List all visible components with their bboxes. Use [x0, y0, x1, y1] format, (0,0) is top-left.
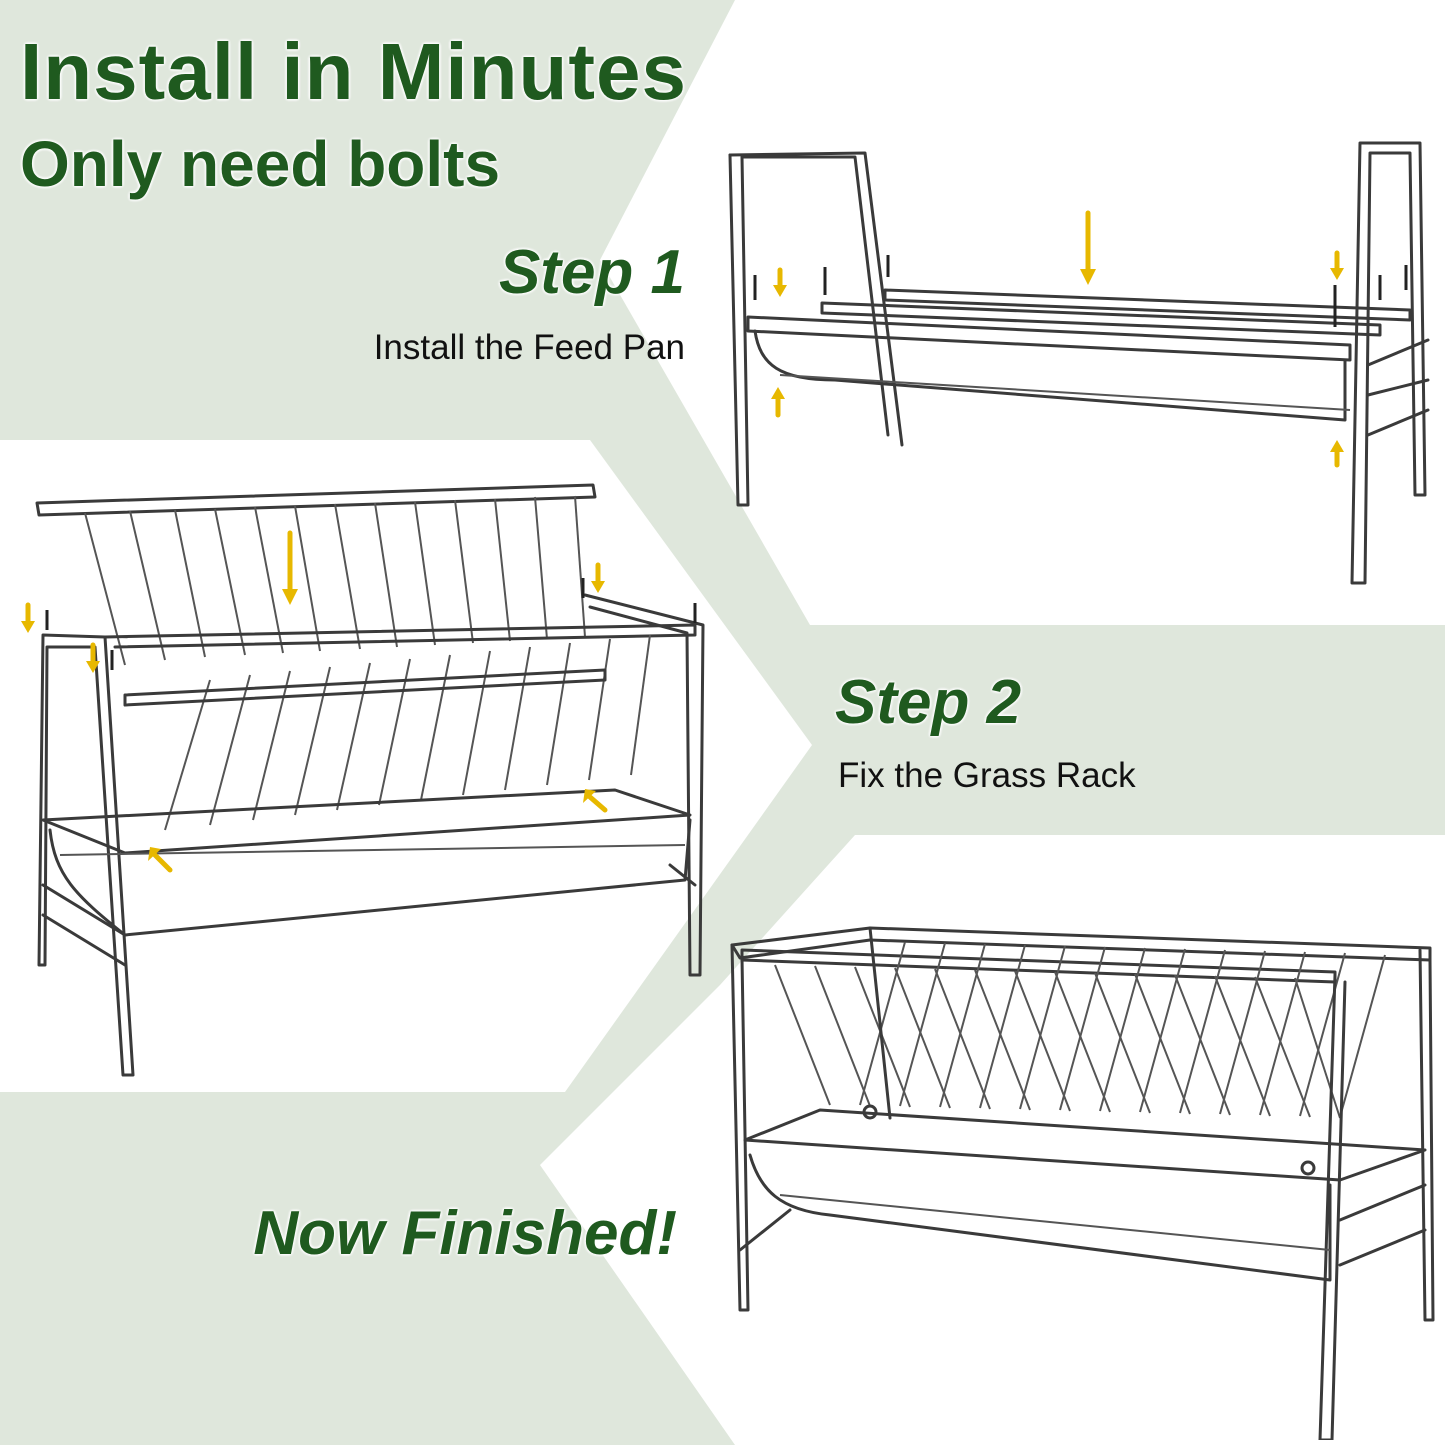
step-2-description: Fix the Grass Rack — [838, 756, 1136, 795]
step-1-description: Install the Feed Pan — [373, 328, 685, 367]
finished-label: Now Finished! — [253, 1199, 677, 1268]
panel-step2-drawing — [0, 440, 812, 1092]
finished-illustration — [730, 926, 1435, 1440]
page-subtitle: Only need bolts — [20, 128, 501, 200]
page-title: Install in Minutes — [20, 27, 687, 116]
step-2-label: Step 2 — [835, 668, 1022, 737]
step-2-illustration — [21, 483, 705, 1077]
step-1-label: Step 1 — [498, 238, 685, 307]
step-1-illustration — [728, 141, 1430, 585]
